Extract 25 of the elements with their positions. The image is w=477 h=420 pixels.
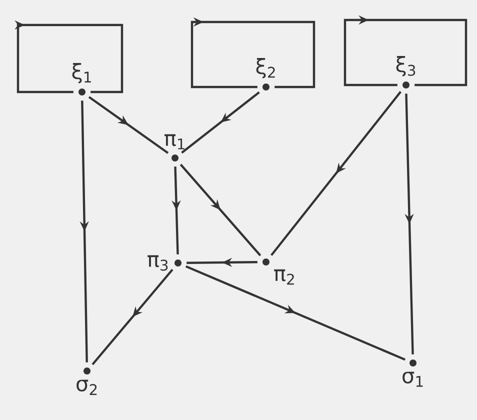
arrow — [181, 91, 260, 154]
arrow — [88, 96, 169, 154]
node-label: π$_{3}$ — [148, 255, 168, 271]
arrow — [180, 164, 262, 256]
point-node: ξ$_{1}$ — [72, 62, 91, 96]
arrow — [190, 17, 316, 88]
node-label: ξ$_{1}$ — [72, 62, 91, 84]
point-node: σ$_{2}$ — [76, 368, 97, 395]
point-node: π$_{1}$ — [164, 134, 184, 162]
point-node: ξ$_{3}$ — [396, 56, 416, 88]
arrow — [92, 268, 174, 366]
arrow — [344, 15, 468, 86]
point-node: ξ$_{2}$ — [256, 58, 275, 90]
point-node: π$_{3}$ — [148, 255, 182, 271]
node-label: σ$_{2}$ — [76, 380, 97, 395]
node-label: π$_{1}$ — [164, 134, 184, 150]
arrow — [270, 91, 402, 256]
node-label: π$_{2}$ — [274, 269, 294, 285]
node-label: ξ$_{2}$ — [256, 58, 275, 78]
node-label: ξ$_{3}$ — [396, 56, 416, 76]
point-node: π$_{2}$ — [262, 258, 294, 285]
arrow — [185, 265, 406, 361]
point-node: σ$_{1}$ — [402, 360, 423, 387]
node-label: σ$_{1}$ — [402, 372, 423, 387]
arrow — [14, 20, 124, 94]
